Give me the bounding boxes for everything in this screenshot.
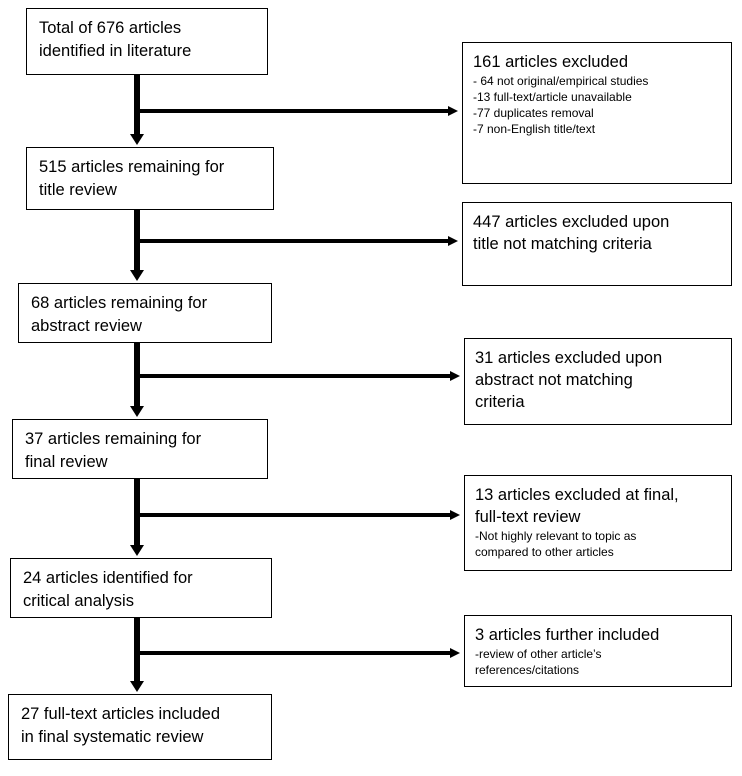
exclusion-reasons-list: - 64 not original/empirical studies -13 … [473, 73, 721, 137]
inclusion-reason: references/citations [475, 663, 580, 677]
stage-text: final review [25, 453, 108, 471]
stage-text: 68 articles remaining for [31, 294, 208, 312]
included-box-citations: 3 articles further included -review of o… [464, 615, 732, 687]
flow-arrowhead-right [450, 510, 460, 520]
flow-arrowhead-down [130, 134, 144, 145]
excluded-text: criteria [475, 393, 525, 411]
exclusion-reason: -Not highly relevant to topic as [475, 529, 637, 543]
excluded-box-full-text: 13 articles excluded at final, full-text… [464, 475, 732, 571]
excluded-text: 13 articles excluded at final, [475, 486, 679, 504]
stage-text: title review [39, 181, 117, 199]
inclusion-reasons-list: -review of other article’s references/ci… [475, 646, 721, 678]
stage-text: Total of 676 articles [39, 19, 182, 37]
stage-text: 27 full-text articles included [21, 705, 221, 723]
excluded-text: 447 articles excluded upon [473, 213, 670, 231]
stage-text: in final systematic review [21, 728, 204, 746]
excluded-box-title: 447 articles excluded upon title not mat… [462, 202, 732, 286]
stage-box-critical-analysis: 24 articles identified for critical anal… [10, 558, 272, 618]
stage-text: 24 articles identified for [23, 569, 193, 587]
flow-arrowhead-down [130, 406, 144, 417]
flow-arrowhead-right [450, 648, 460, 658]
exclusion-reason: -77 duplicates removal [473, 106, 594, 120]
excluded-text: 31 articles excluded upon [475, 349, 663, 367]
excluded-text: title not matching criteria [473, 235, 652, 253]
stage-text: 515 articles remaining for [39, 158, 225, 176]
excluded-text: full-text review [475, 508, 581, 526]
exclusion-reason: - 64 not original/empirical studies [473, 74, 649, 88]
exclusion-reason: -13 full-text/article unavailable [473, 90, 632, 104]
stage-box-final-review: 37 articles remaining for final review [12, 419, 268, 479]
excluded-box-initial: 161 articles excluded - 64 not original/… [462, 42, 732, 184]
excluded-box-abstract: 31 articles excluded upon abstract not m… [464, 338, 732, 425]
stage-text: 37 articles remaining for [25, 430, 202, 448]
inclusion-reason: -review of other article’s [475, 647, 602, 661]
flow-arrowhead-down [130, 270, 144, 281]
exclusion-reason: compared to other articles [475, 545, 614, 559]
exclusion-reason: -7 non-English title/text [473, 122, 596, 136]
stage-text: critical analysis [23, 592, 134, 610]
stage-box-final-included: 27 full-text articles included in final … [8, 694, 272, 760]
flow-arrowhead-down [130, 545, 144, 556]
flow-arrowhead-right [448, 106, 458, 116]
flow-arrowhead-right [450, 371, 460, 381]
stage-text: identified in literature [39, 42, 192, 60]
included-text: 3 articles further included [475, 626, 660, 644]
excluded-count-text: 161 articles excluded [473, 53, 629, 71]
stage-text: abstract review [31, 317, 142, 335]
flow-arrowhead-down [130, 681, 144, 692]
stage-box-identified: Total of 676 articles identified in lite… [26, 8, 268, 75]
stage-box-abstract-review: 68 articles remaining for abstract revie… [18, 283, 272, 343]
excluded-text: abstract not matching [475, 371, 633, 389]
flow-arrowhead-right [448, 236, 458, 246]
stage-box-title-review: 515 articles remaining for title review [26, 147, 274, 210]
exclusion-reasons-list: -Not highly relevant to topic as compare… [475, 528, 721, 560]
